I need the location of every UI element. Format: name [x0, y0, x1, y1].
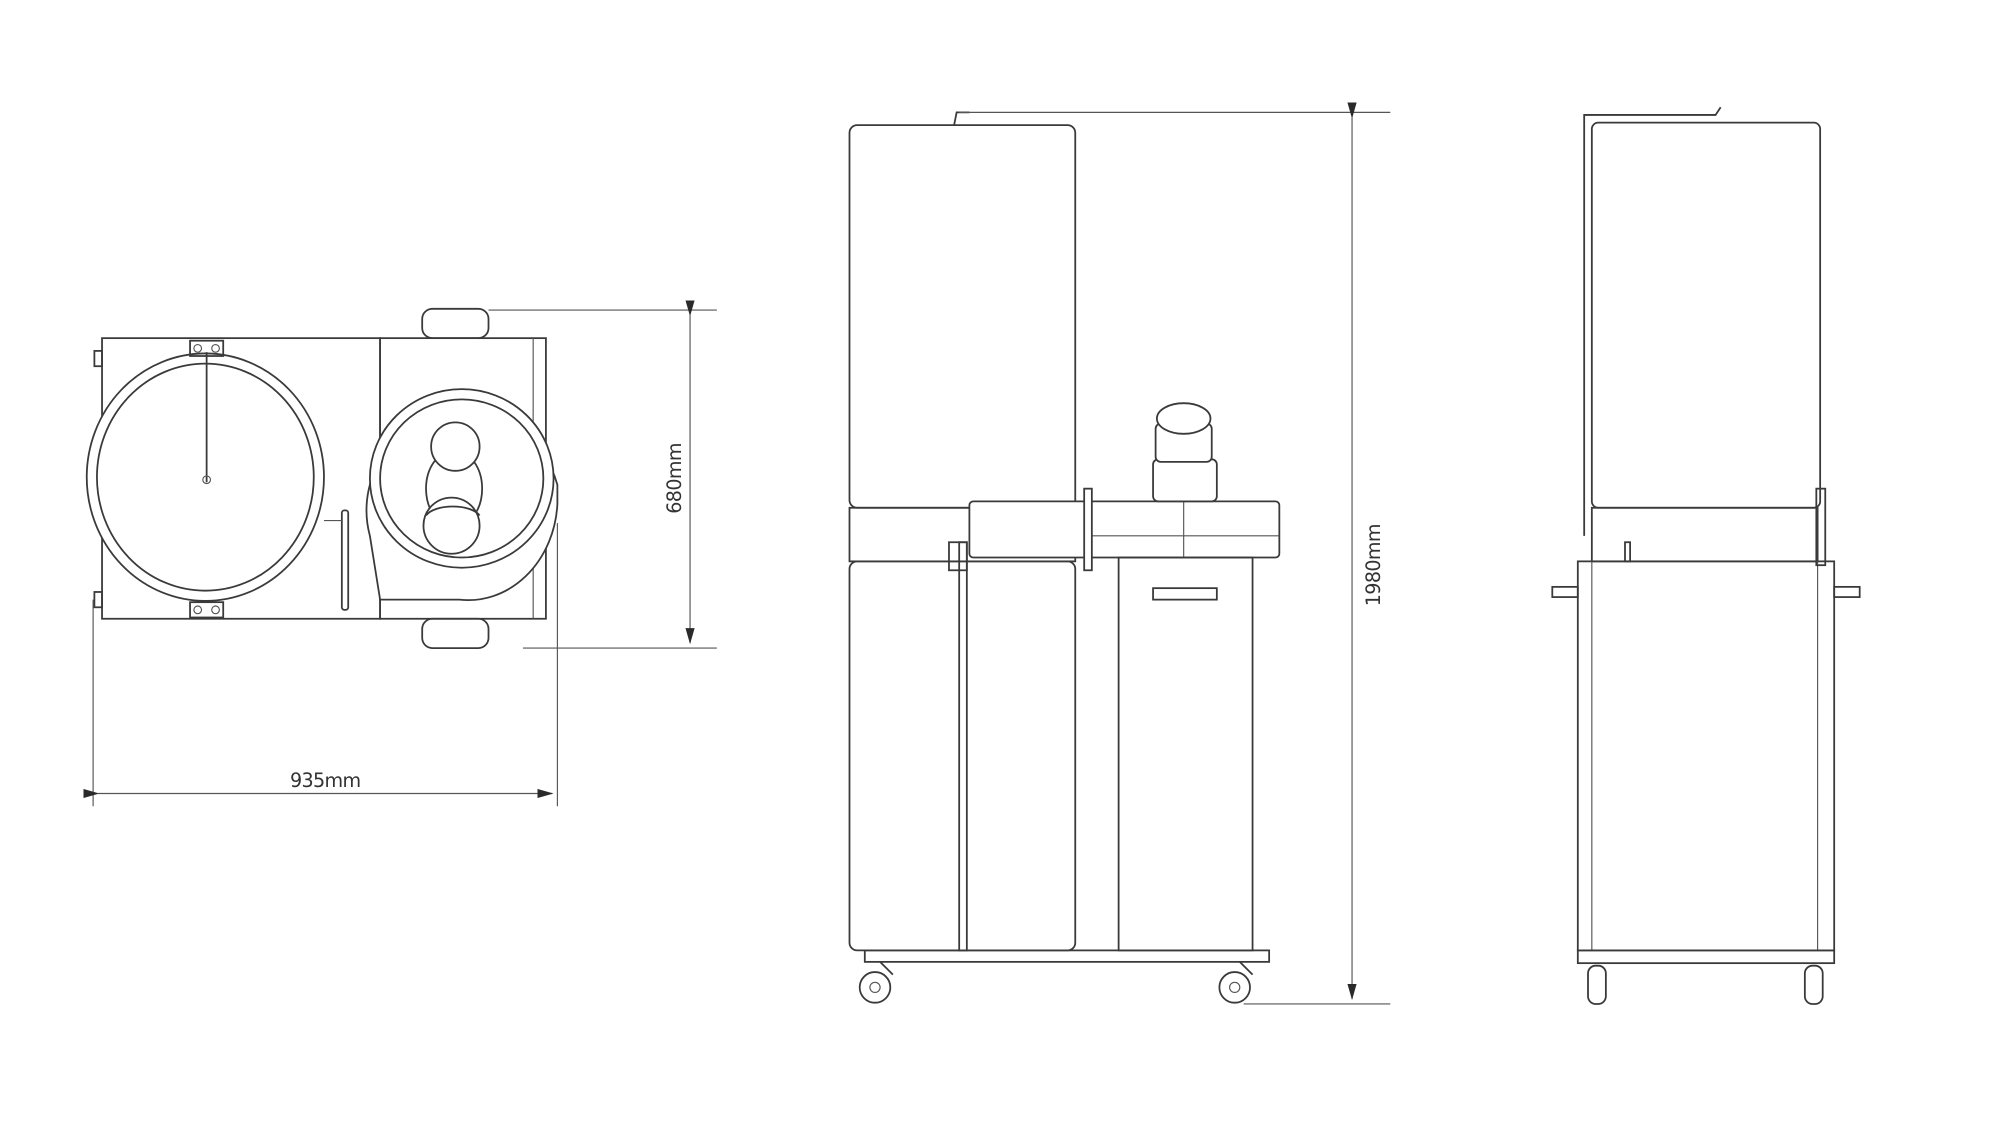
front-upper-filter	[1590, 121, 1822, 509]
bin-handle	[1152, 587, 1218, 601]
wheel-icon	[1218, 961, 1254, 1004]
outlet-pipe-bottom	[422, 496, 481, 555]
collection-bag	[848, 560, 1077, 952]
motor-body	[1152, 458, 1218, 503]
upper-filter	[848, 124, 1077, 509]
support-bar	[340, 509, 350, 611]
filter-ring-inner	[96, 362, 315, 592]
height-label: 1980mm	[1362, 524, 1385, 606]
wheel-icon	[858, 961, 894, 1004]
front-frame	[1576, 560, 1836, 952]
width-dimension: 935mm	[83, 523, 558, 807]
depth-label: 680mm	[663, 443, 686, 514]
top-view: 680mm 935mm	[83, 300, 717, 807]
width-label: 935mm	[290, 769, 361, 792]
bottom-handle	[421, 617, 490, 649]
base-plate	[863, 949, 1271, 963]
height-dimension: 1980mm	[959, 102, 1391, 1005]
dust-bin	[1117, 556, 1254, 952]
front-view	[1551, 106, 1861, 1005]
wheel-icon	[1587, 964, 1607, 1005]
side-view: 1980mm	[848, 102, 1391, 1005]
depth-dimension: 680mm	[488, 300, 717, 649]
right-side-handle	[1833, 585, 1861, 598]
outlet-pipe-top	[430, 421, 481, 472]
bag-rod	[958, 541, 968, 952]
motor-cap	[1155, 402, 1212, 435]
filter-ring-outer	[85, 352, 325, 602]
clamp-bottom	[189, 601, 225, 619]
inlet-flange	[1083, 487, 1093, 572]
left-side-handle	[1551, 585, 1579, 598]
blower-housing	[968, 500, 1281, 559]
top-handle	[421, 307, 490, 340]
front-base-plate	[1576, 949, 1836, 965]
wheel-icon	[1803, 964, 1824, 1005]
cyclone-inner	[379, 398, 545, 559]
